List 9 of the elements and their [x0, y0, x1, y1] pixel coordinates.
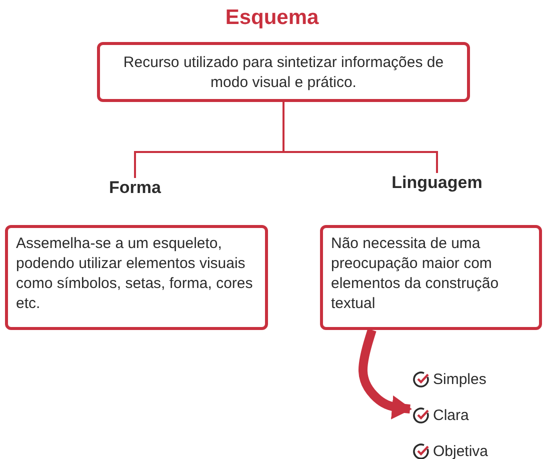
list-item: Simples — [433, 370, 486, 388]
curved-arrow — [358, 328, 412, 420]
text-box: Não necessita de uma preocupação maior com elementos da construção textual — [320, 225, 542, 330]
connector-line — [282, 102, 438, 173]
text-box: Recurso utilizado para sintetizar informações de modo visual e prático. — [97, 42, 470, 102]
list-item: Objetiva — [433, 442, 488, 459]
diagram-title: Esquema — [224, 6, 320, 30]
text-box: Assemelha-se a um esqueleto, podendo utilizar elementos visuais como símbolos, setas, forma, cores etc. — [5, 225, 268, 330]
list-item: Clara — [433, 406, 469, 424]
